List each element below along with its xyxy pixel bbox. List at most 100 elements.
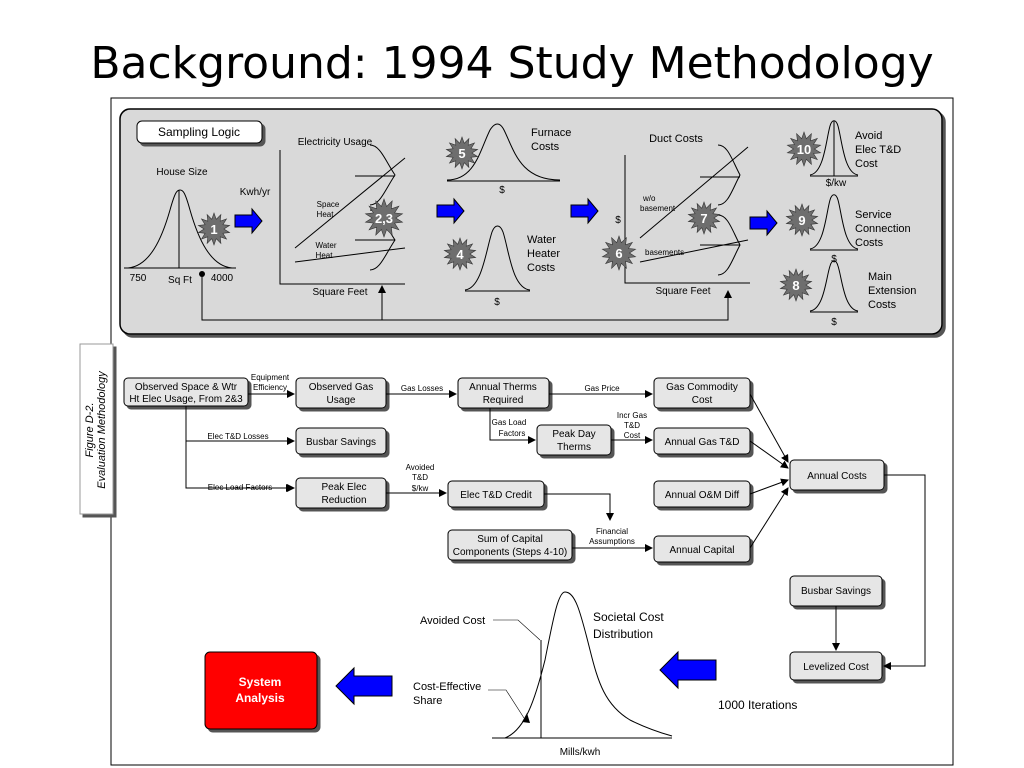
peak-elec-text-2: Reduction bbox=[321, 495, 366, 506]
furnace-label-2: Costs bbox=[531, 141, 560, 153]
water-heater-curve bbox=[464, 225, 531, 291]
figure-caption-2: Evaluation Methodology bbox=[96, 370, 108, 489]
water-heater-label-2: Heater bbox=[527, 248, 560, 260]
step-number: 2,3 bbox=[375, 211, 393, 226]
conn-therms-peakday bbox=[489, 408, 536, 444]
incr-gas-1: Incr Gas bbox=[617, 411, 647, 420]
service-label-3: Costs bbox=[855, 237, 884, 249]
water-heater-label-3: Costs bbox=[527, 262, 556, 274]
peak-elec-text-1: Peak Elec bbox=[321, 482, 366, 493]
service-dollar: $ bbox=[831, 254, 837, 265]
avoided-td-3: $/kw bbox=[412, 484, 429, 493]
sampling-panel bbox=[119, 108, 943, 335]
observed-gas-box bbox=[295, 377, 387, 409]
annual-costs-text: Annual Costs bbox=[807, 471, 866, 482]
step-number: 6 bbox=[615, 246, 622, 261]
house-size-curve bbox=[127, 189, 233, 269]
societal-curve bbox=[504, 591, 673, 739]
blue-arrow-2 bbox=[436, 197, 465, 225]
water-heat-label-2: Heat bbox=[316, 251, 334, 260]
system-analysis-text-1: System bbox=[239, 675, 282, 689]
iterations-arrow bbox=[659, 650, 717, 690]
conn-commodity-costs bbox=[749, 393, 789, 463]
observed-gas-text-2: Usage bbox=[327, 395, 356, 406]
iterations-label: 1000 Iterations bbox=[718, 698, 797, 712]
step-starburst bbox=[785, 203, 819, 237]
annual-therms-text-1: Annual Therms bbox=[469, 382, 537, 393]
main-ext-label-3: Costs bbox=[868, 299, 897, 311]
step-starburst bbox=[687, 201, 721, 235]
main-ext-label-1: Main bbox=[868, 271, 892, 283]
avoid-elec-curve bbox=[809, 120, 859, 176]
sampling-logic-tag bbox=[136, 120, 263, 144]
space-heat-label-2: Heat bbox=[317, 210, 335, 219]
figure-caption-1: Figure D-2. bbox=[84, 402, 96, 457]
step-number: 9 bbox=[798, 213, 805, 228]
annual-om-text: Annual O&M Diff bbox=[665, 490, 740, 501]
equipment-efficiency-1: Equipment bbox=[251, 373, 290, 382]
basements-line bbox=[639, 239, 749, 263]
incr-gas-3: Cost bbox=[624, 431, 641, 440]
sampling-logic-label: Sampling Logic bbox=[158, 125, 240, 139]
step-number: 8 bbox=[792, 278, 799, 293]
gas-commodity-box bbox=[653, 377, 751, 409]
wo-basement-line bbox=[639, 146, 749, 239]
main-ext-label-2: Extension bbox=[868, 285, 916, 297]
per-kw-label: $/kw bbox=[826, 178, 847, 189]
conn-om-costs bbox=[749, 478, 789, 495]
gas-commodity-text-2: Cost bbox=[692, 395, 713, 406]
service-label-2: Connection bbox=[855, 223, 911, 235]
financial-1: Financial bbox=[596, 527, 628, 536]
observed-gas-text-1: Observed Gas bbox=[309, 382, 373, 393]
observed-space-text-1: Observed Space & Wtr bbox=[135, 382, 238, 393]
main-ext-dollar: $ bbox=[831, 317, 837, 328]
incr-gas-2: T&D bbox=[624, 421, 640, 430]
observed-space-text-2: Ht Elec Usage, From 2&3 bbox=[129, 394, 243, 405]
step-number: 1 bbox=[210, 222, 217, 237]
equipment-efficiency-2: Efficiency bbox=[253, 383, 287, 392]
slide-title: Background: 1994 Study Methodology bbox=[90, 38, 934, 89]
sqft-max: 4000 bbox=[211, 273, 234, 284]
blue-arrow-1 bbox=[234, 207, 263, 235]
step-starburst bbox=[601, 235, 637, 271]
square-feet-label-1: Square Feet bbox=[312, 287, 367, 298]
space-heat-label-1: Space bbox=[317, 200, 340, 209]
main-ext-curve bbox=[809, 260, 859, 312]
annual-capital-text: Annual Capital bbox=[669, 545, 734, 556]
avoid-elec-label-3: Cost bbox=[855, 158, 878, 170]
system-analysis-text-2: Analysis bbox=[235, 691, 285, 705]
service-label-1: Service bbox=[855, 209, 892, 221]
gas-commodity-text-1: Gas Commodity bbox=[666, 382, 738, 393]
conn-gastd-costs bbox=[749, 440, 789, 469]
space-heat-line bbox=[294, 157, 406, 249]
feedback-line bbox=[201, 274, 729, 321]
financial-2: Assumptions bbox=[589, 537, 635, 546]
step-number: 7 bbox=[700, 211, 707, 226]
avoided-td-2: T&D bbox=[412, 473, 428, 482]
sum-capital-box bbox=[447, 529, 573, 561]
step-number: 5 bbox=[458, 146, 465, 161]
levelized-cost-text: Levelized Cost bbox=[803, 662, 869, 673]
step-number: 4 bbox=[456, 247, 464, 262]
elec-load-factors-label: Elec Load Factors bbox=[208, 483, 272, 492]
cost-effective-leader bbox=[488, 689, 525, 719]
annual-therms-text-2: Required bbox=[483, 395, 524, 406]
duct-dollar: $ bbox=[615, 215, 621, 226]
cost-effective-label-2: Share bbox=[413, 695, 442, 707]
furnace-dollar: $ bbox=[499, 185, 505, 196]
system-analysis-box bbox=[204, 651, 318, 730]
levelized-cost-box bbox=[789, 651, 883, 681]
blue-arrow-3 bbox=[570, 197, 599, 225]
gas-losses-label: Gas Losses bbox=[401, 384, 443, 393]
water-heat-line bbox=[294, 247, 406, 263]
step-starburst bbox=[445, 136, 479, 170]
annual-capital-box bbox=[653, 535, 751, 563]
cost-effective-marker bbox=[522, 713, 530, 723]
gas-load-factors-2: Factors bbox=[499, 429, 526, 438]
step-number: 10 bbox=[797, 142, 811, 157]
sqft-label: Sq Ft bbox=[168, 275, 192, 286]
elec-td-credit-text: Elec T&D Credit bbox=[460, 490, 532, 501]
blue-arrow-4 bbox=[749, 209, 778, 237]
avoid-elec-label-1: Avoid bbox=[855, 130, 882, 142]
figure-caption-box bbox=[79, 343, 114, 515]
